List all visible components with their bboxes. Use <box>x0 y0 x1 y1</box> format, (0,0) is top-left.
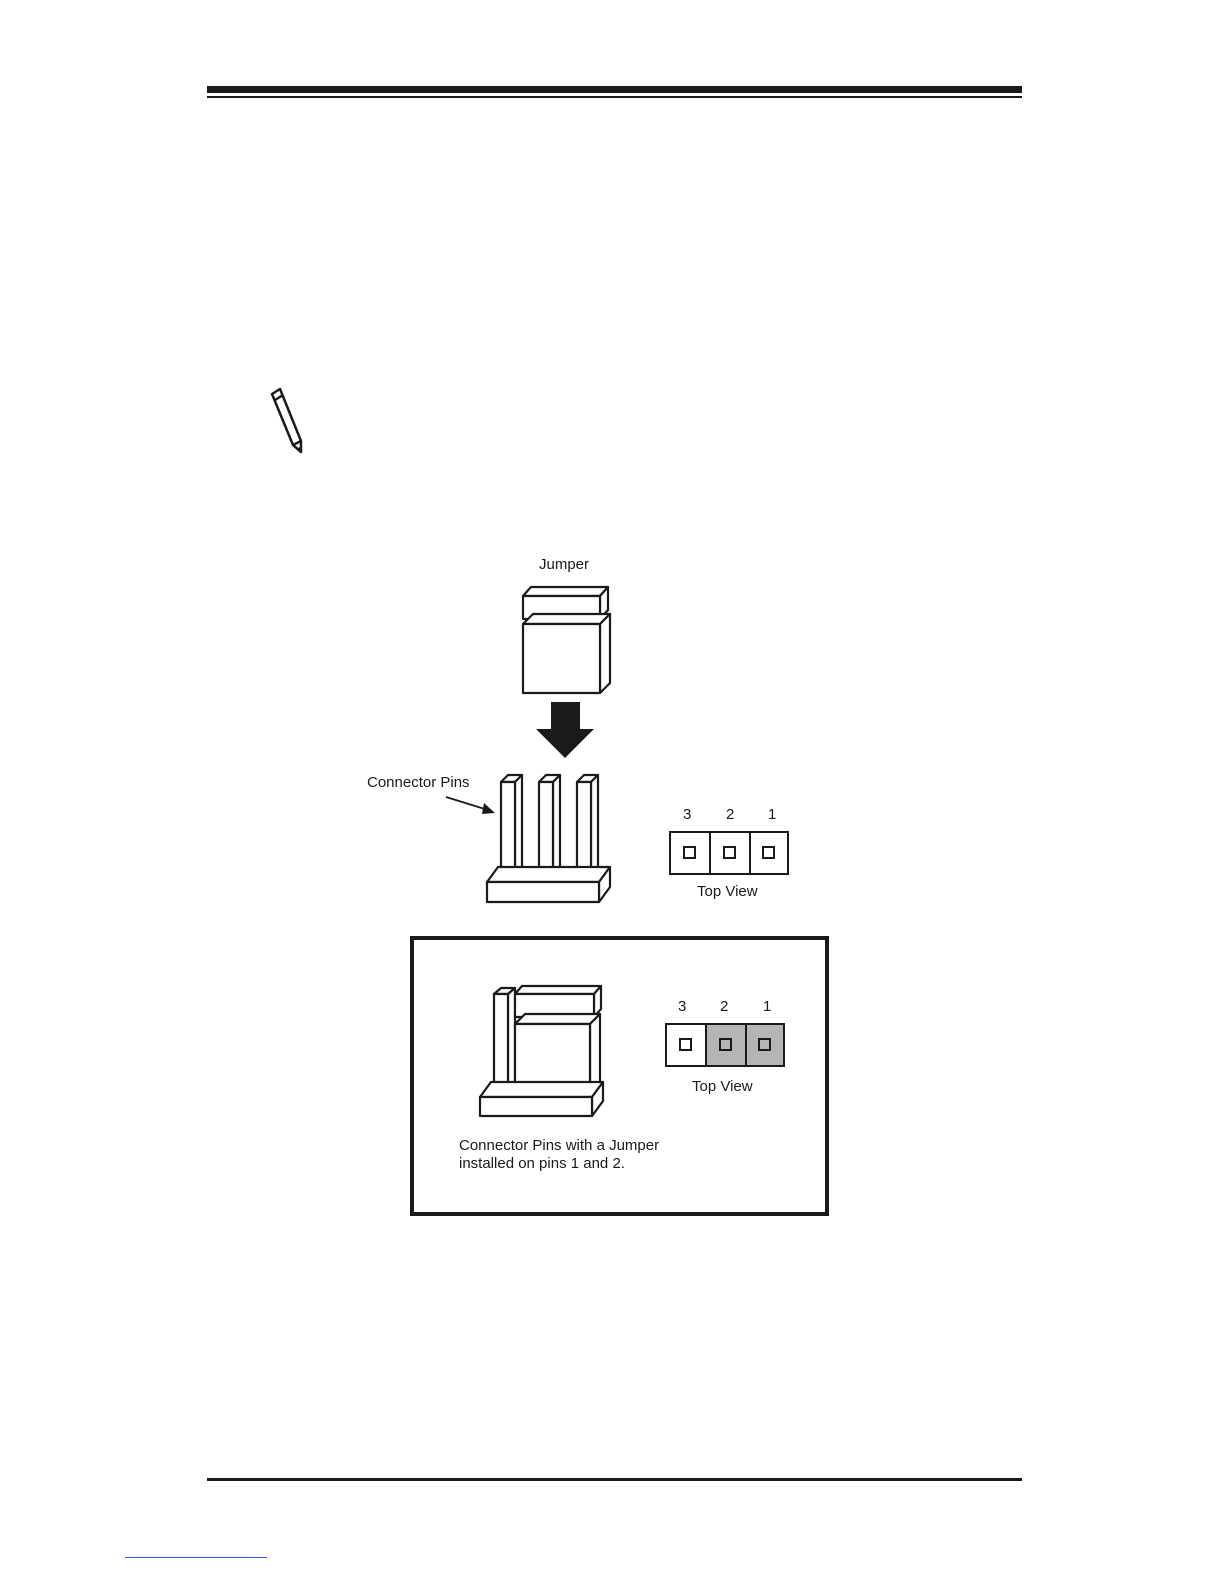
jumper-label: Jumper <box>539 556 589 574</box>
caption-line-2: installed on pins 1 and 2. <box>459 1155 659 1173</box>
installed-pin-number-2: 2 <box>720 998 728 1016</box>
link-underline[interactable] <box>125 1557 267 1558</box>
installed-jumper-panel: 3 2 1 Top View <box>410 936 829 1216</box>
down-arrow-icon <box>536 702 594 758</box>
connector-pins-label: Connector Pins <box>367 774 470 792</box>
top-view-label: Top View <box>697 883 758 901</box>
footer-rule <box>207 1478 1022 1481</box>
installed-top-view-label: Top View <box>692 1078 753 1096</box>
pencil-icon <box>268 386 308 458</box>
header-rule-thick <box>207 86 1022 93</box>
installed-pin-number-3: 3 <box>678 998 686 1016</box>
installed-caption: Connector Pins with a Jumper installed o… <box>459 1137 659 1173</box>
header-rule-thin <box>207 96 1022 98</box>
jumper-diagram: Jumper Connector Pins 3 2 1 Top View <box>350 540 850 925</box>
pin-number-2: 2 <box>726 806 734 824</box>
pin-number-1: 1 <box>768 806 776 824</box>
installed-pin-number-1: 1 <box>763 998 771 1016</box>
jumper-drawing <box>350 540 850 920</box>
pin-number-3: 3 <box>683 806 691 824</box>
caption-line-1: Connector Pins with a Jumper <box>459 1137 659 1155</box>
